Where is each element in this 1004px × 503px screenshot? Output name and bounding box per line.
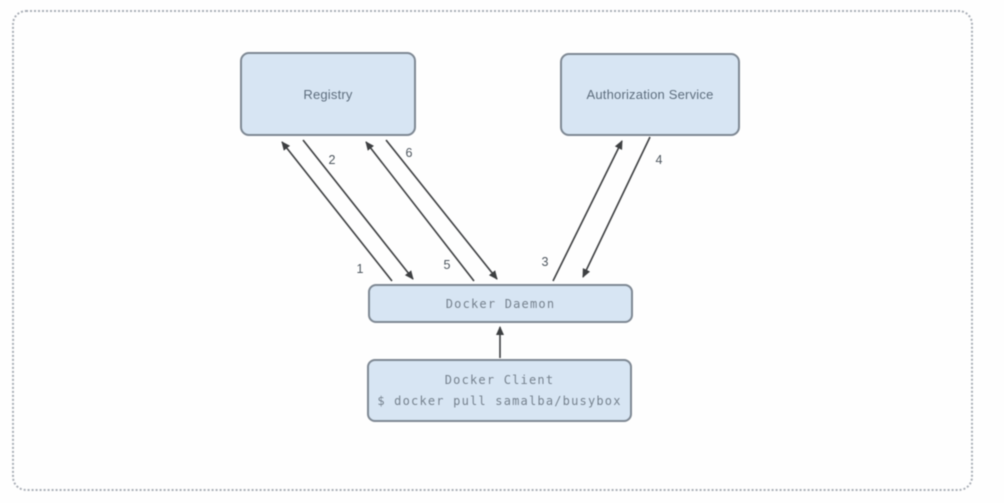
arrow-5-daemon-to-registry (365, 141, 475, 282)
arrow-label-5: 5 (444, 258, 451, 272)
arrow-label-2: 2 (329, 153, 336, 167)
docker-daemon-label: Docker Daemon (445, 296, 556, 311)
arrow-label-4: 4 (656, 153, 663, 167)
node-docker-daemon: Docker Daemon (368, 284, 633, 323)
arrow-label-3: 3 (542, 255, 549, 269)
arrow-label-6: 6 (406, 146, 413, 160)
arrow-1-daemon-to-registry (281, 141, 393, 282)
arrow-2-registry-to-daemon (302, 139, 414, 280)
node-authorization-service: Authorization Service (560, 53, 740, 136)
dotted-border-frame (12, 10, 973, 491)
authorization-service-label: Authorization Service (586, 87, 714, 102)
node-registry: Registry (240, 52, 416, 136)
arrow-6-registry-to-daemon (385, 139, 498, 280)
docker-client-label: Docker Client (444, 373, 555, 387)
docker-pull-command: $ docker pull samalba/busybox (377, 394, 622, 408)
arrow-4-auth-to-daemon (582, 136, 651, 278)
registry-label: Registry (303, 86, 353, 102)
arrow-3-daemon-to-auth (552, 140, 623, 282)
arrow-label-1: 1 (357, 262, 364, 276)
node-docker-client: Docker Client $ docker pull samalba/busy… (367, 359, 632, 422)
